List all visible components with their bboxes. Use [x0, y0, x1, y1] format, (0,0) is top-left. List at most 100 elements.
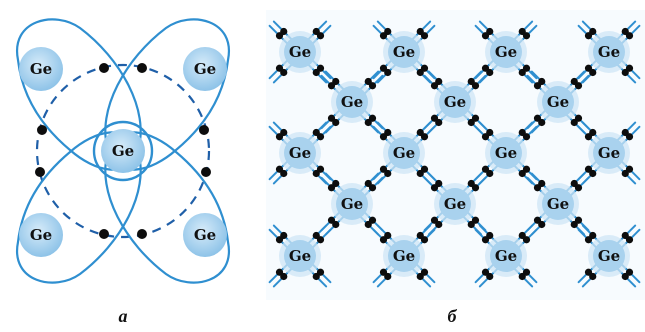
atom-bottom-left-disc: [19, 213, 63, 257]
electron-dot: [625, 165, 634, 173]
electron-dot: [486, 169, 494, 178]
electron-dot: [312, 128, 320, 137]
electron-dot: [201, 167, 211, 177]
electron-dot: [467, 77, 475, 86]
atom-center: Ge: [101, 129, 145, 173]
lattice-atom-label: Ge: [547, 195, 569, 213]
electron-dot: [199, 125, 209, 135]
electron-dot: [522, 64, 531, 72]
lattice-atom-label: Ge: [289, 144, 311, 162]
lattice-atom-label: Ge: [393, 43, 415, 61]
electron-dot: [368, 216, 377, 224]
electron-dot: [275, 133, 284, 141]
lattice-atom-disc: [593, 137, 625, 169]
figure-a-caption: а: [119, 306, 128, 326]
electron-dot: [379, 133, 388, 141]
electron-dot: [364, 179, 372, 188]
electron-dot: [570, 77, 578, 86]
electron-dot: [471, 114, 480, 122]
electron-dot: [621, 128, 629, 137]
electron-dot: [379, 236, 388, 244]
lattice-atom-label: Ge: [341, 195, 363, 213]
electron-dot: [538, 118, 546, 127]
electron-dot: [621, 27, 629, 36]
lattice-electrons: [275, 27, 634, 281]
lattice-atom-label: Ge: [495, 144, 517, 162]
atom-top-right-disc: [183, 47, 227, 91]
atom-bottom-right-label: Ge: [194, 226, 216, 244]
electron-dot: [589, 68, 597, 77]
electron-dot: [584, 236, 593, 244]
lattice-atom-label: Ge: [289, 43, 311, 61]
electron-dot: [518, 128, 526, 137]
electron-dot: [589, 169, 597, 178]
electron-dot: [99, 229, 109, 239]
lattice-atom-disc: [284, 240, 316, 272]
atom-bottom-left: Ge: [19, 213, 63, 257]
electron-dot: [574, 216, 583, 224]
atom-bottom-left-label: Ge: [30, 226, 52, 244]
electron-dot: [280, 68, 288, 77]
electron-dot: [275, 32, 284, 40]
electron-dot: [416, 231, 424, 240]
lattice-atom-disc: [439, 86, 471, 118]
lattice-atom-disc: [388, 137, 420, 169]
electron-dot: [416, 27, 424, 36]
lattice-atom-disc: [542, 188, 574, 220]
electron-dot: [430, 184, 439, 192]
electron-dot: [35, 167, 45, 177]
electron-dot: [316, 64, 325, 72]
atom-bottom-right: Ge: [183, 213, 227, 257]
lattice-atom-disc: [284, 36, 316, 68]
electron-dot: [481, 32, 490, 40]
electron-dot: [280, 169, 288, 178]
electron-dot: [435, 220, 443, 229]
electron-dot: [416, 128, 424, 137]
electron-dot: [368, 114, 377, 122]
lattice-atom-label: Ge: [444, 93, 466, 111]
lattice-atom-disc: [490, 240, 522, 272]
lattice-atom-label: Ge: [444, 195, 466, 213]
electron-dot: [37, 125, 47, 135]
electron-dot: [312, 231, 320, 240]
electron-dot: [518, 27, 526, 36]
lattice-atom-label: Ge: [495, 247, 517, 265]
lattice-atom-label: Ge: [547, 93, 569, 111]
electron-dot: [332, 118, 340, 127]
lattice-atom-disc: [336, 188, 368, 220]
valence-electrons: [35, 63, 211, 239]
electron-dot: [316, 165, 325, 173]
electron-dot: [99, 63, 109, 73]
dashed-orbit-circle: [35, 63, 211, 239]
atom-top-left: Ge: [19, 47, 63, 91]
lattice-atom-disc: [388, 240, 420, 272]
lattice-atom-label: Ge: [289, 247, 311, 265]
electron-dot: [137, 229, 147, 239]
lattice-atom-disc: [542, 86, 574, 118]
electron-dot: [533, 82, 542, 90]
electron-dot: [518, 231, 526, 240]
lattice-atom-disc: [439, 188, 471, 220]
lattice-atom-label: Ge: [495, 43, 517, 61]
lattice-atom-label: Ge: [393, 247, 415, 265]
figure-a-atom-bonds: Ge Ge Ge Ge Ge: [15, 18, 231, 326]
electron-dot: [584, 133, 593, 141]
electron-dot: [316, 268, 325, 276]
electron-dot: [420, 165, 429, 173]
electron-dot: [435, 118, 443, 127]
lattice-atom-disc: [336, 86, 368, 118]
electron-dot: [312, 27, 320, 36]
lattice-atom-label: Ge: [598, 247, 620, 265]
electron-dot: [384, 169, 392, 178]
electron-dot: [280, 272, 288, 281]
electron-dot: [471, 216, 480, 224]
electron-dot: [522, 268, 531, 276]
electron-dot: [430, 82, 439, 90]
lattice-atom-label: Ge: [393, 144, 415, 162]
electron-dot: [384, 68, 392, 77]
electron-dot: [420, 64, 429, 72]
electron-dot: [625, 268, 634, 276]
